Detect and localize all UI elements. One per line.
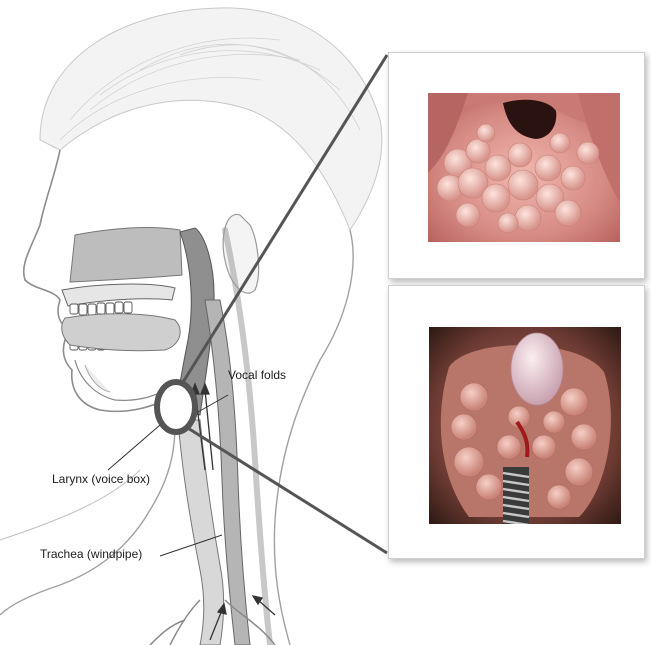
vocal-folds-label: Vocal folds (228, 368, 286, 382)
lower-photo-panel (388, 285, 645, 559)
trachea (178, 420, 224, 645)
nasal-cavity (70, 228, 182, 282)
trachea-label: Trachea (windpipe) (40, 547, 142, 561)
upper-photo-panel (388, 52, 645, 279)
papilloma-mass (511, 333, 563, 405)
larynx-leader (108, 425, 160, 470)
upper-endoscopy-photo (428, 93, 620, 242)
tongue (62, 314, 180, 351)
larynx-label: Larynx (voice box) (52, 472, 150, 486)
callout-circle (157, 382, 195, 432)
lower-endoscopy-photo (429, 327, 621, 524)
surgical-instrument (503, 467, 529, 524)
